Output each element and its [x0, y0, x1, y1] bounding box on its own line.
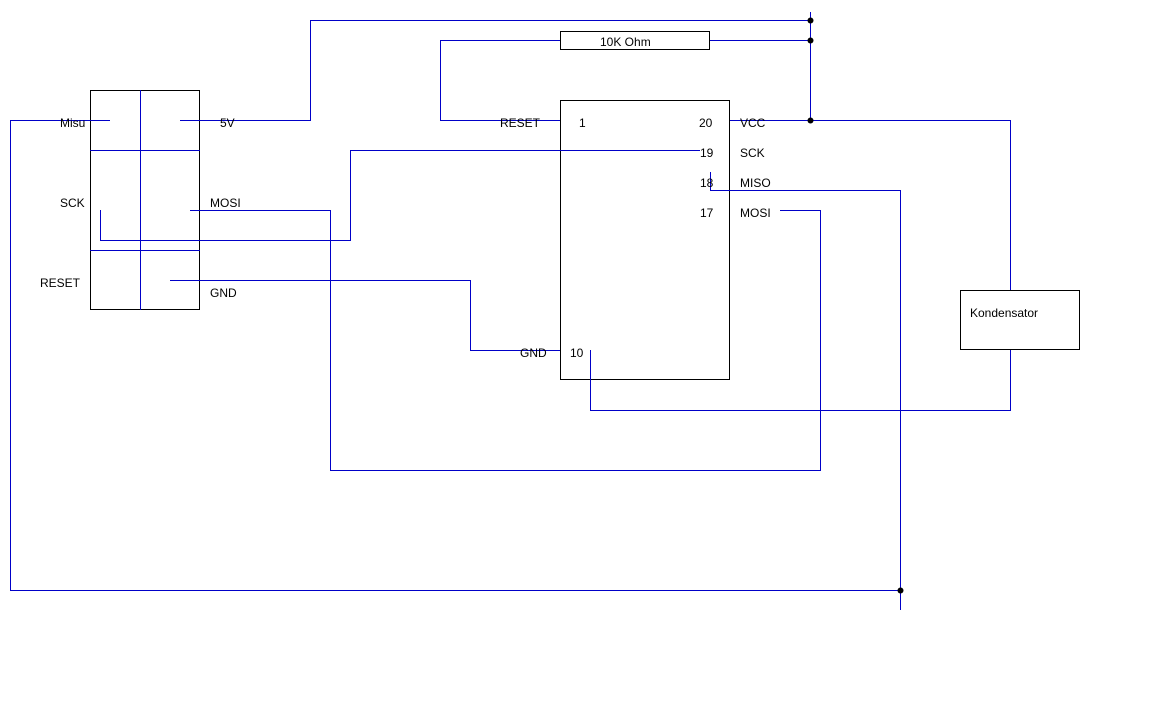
connector-body: [90, 90, 200, 310]
wire-gnd: [170, 280, 560, 351]
wire-gnd-capacitor: [590, 350, 1011, 411]
label-pin-18: 18: [700, 176, 714, 190]
microcontroller-chip: [560, 100, 730, 380]
label-resistor: 10K Ohm: [600, 35, 651, 49]
label-5v: 5V: [220, 116, 235, 130]
label-connector-gnd: GND: [210, 286, 237, 300]
wire-vcc-capacitor: [730, 120, 1011, 290]
label-pin-20: 20: [699, 116, 713, 130]
label-chip-vcc: VCC: [740, 116, 766, 130]
label-capacitor: Kondensator: [970, 306, 1038, 320]
label-connector-sck: SCK: [60, 196, 85, 210]
label-chip-sck: SCK: [740, 146, 765, 160]
isp-connector: [90, 90, 200, 310]
wire-5v: [180, 20, 810, 121]
label-chip-gnd: GND: [520, 346, 547, 360]
label-chip-miso: MISO: [740, 176, 771, 190]
label-chip-reset: RESET: [500, 116, 541, 130]
label-connector-mosi: MOSI: [210, 196, 241, 210]
label-misu: Misu: [60, 116, 85, 130]
label-pin-1: 1: [579, 116, 586, 130]
label-pin-10: 10: [570, 346, 584, 360]
junction-dot: [897, 587, 904, 594]
capacitor-body: [960, 290, 1080, 350]
label-pin-19: 19: [700, 146, 714, 160]
wire-sck: [100, 150, 700, 241]
label-chip-mosi: MOSI: [740, 206, 771, 220]
junction-dot: [807, 37, 814, 44]
junction-dot: [807, 17, 814, 24]
label-connector-reset: RESET: [40, 276, 81, 290]
resistor-body: [560, 31, 710, 50]
wire-misu: [10, 120, 900, 591]
wire-mosi: [190, 210, 821, 471]
wire-reset-pullup: [440, 40, 560, 121]
junction-dot: [807, 117, 814, 124]
wire-miso: [710, 172, 901, 610]
label-pin-17: 17: [700, 206, 714, 220]
